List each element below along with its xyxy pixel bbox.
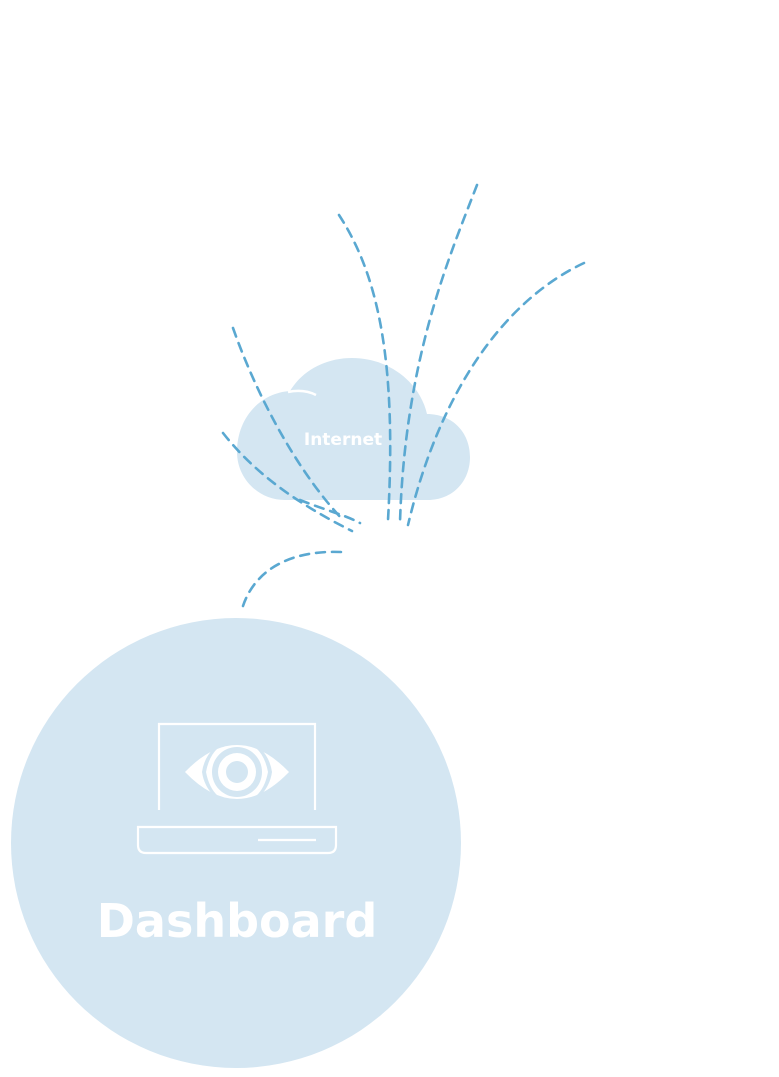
internet-cloud: Internet <box>237 358 470 500</box>
connector-line-4 <box>398 183 479 524</box>
dashboard-circle <box>11 618 461 1068</box>
cloud-label: Internet <box>304 430 382 450</box>
cloud-shape <box>237 358 470 500</box>
connector-line-5 <box>406 261 586 527</box>
connector-lines <box>221 183 586 608</box>
laptop-eye-icon <box>136 722 338 855</box>
connector-line-2 <box>221 431 354 533</box>
dashboard-node: Dashboard <box>11 618 461 1068</box>
connector-line-3 <box>337 213 392 522</box>
connector-line-6 <box>298 498 362 525</box>
dashboard-label: Dashboard <box>97 894 378 948</box>
connector-line-dashboard <box>241 550 343 608</box>
connector-line-1 <box>231 326 345 522</box>
cloud-highlight <box>287 389 317 397</box>
